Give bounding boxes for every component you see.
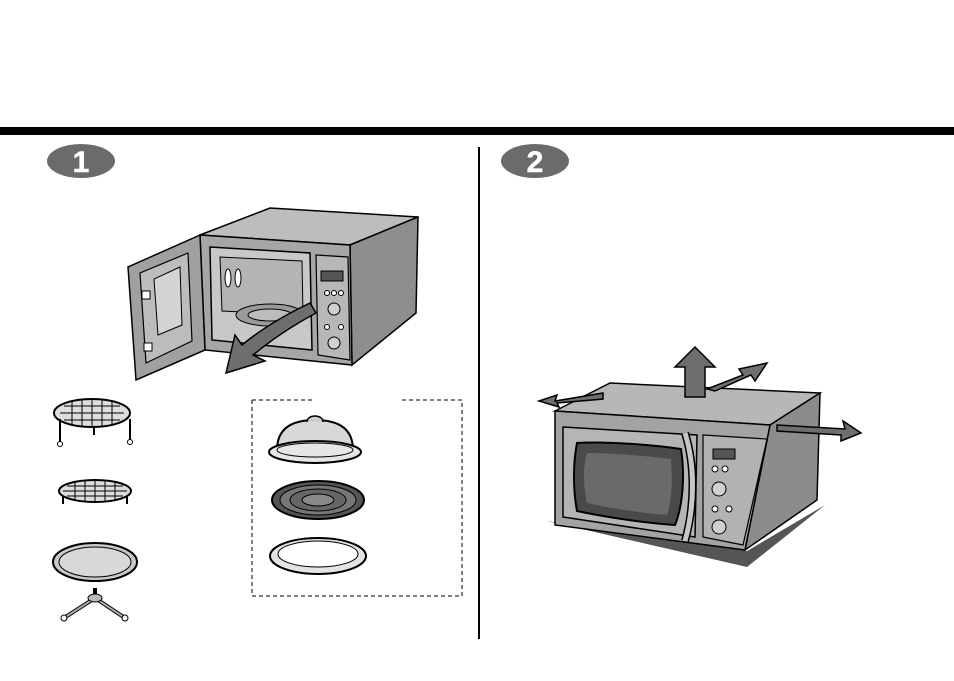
top-rule [0, 127, 954, 135]
step-2-number: 2 [527, 146, 544, 179]
step-2-badge: 2 [500, 143, 570, 179]
step-1-number: 1 [73, 146, 90, 179]
crisp-plate-icon [268, 478, 368, 524]
microwave-open-door-icon [120, 205, 425, 385]
turntable-icon [50, 540, 142, 624]
high-rack-icon [50, 393, 140, 453]
column-divider [478, 147, 480, 639]
step-1-badge: 1 [46, 143, 116, 179]
microwave-clearance-icon [535, 345, 865, 575]
round-tray-icon [266, 536, 370, 580]
cover-icon [265, 412, 375, 468]
low-rack-icon [55, 476, 140, 512]
